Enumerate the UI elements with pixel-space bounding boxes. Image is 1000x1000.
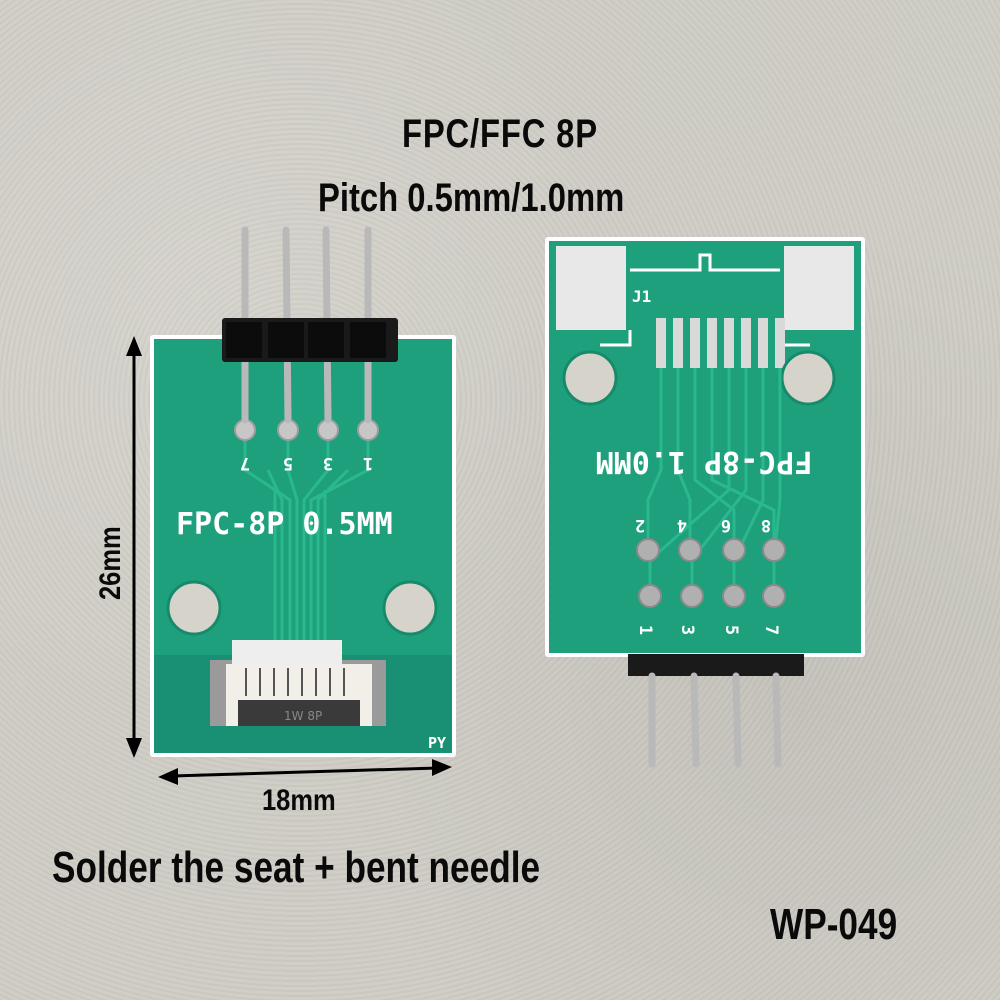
model-number: WP-049 bbox=[770, 900, 898, 949]
svg-text:2: 2 bbox=[635, 515, 645, 535]
left-pin-numbers: 7 5 3 1 bbox=[240, 453, 373, 473]
svg-text:3: 3 bbox=[677, 625, 697, 635]
left-pcb-board bbox=[150, 226, 456, 757]
svg-text:6: 6 bbox=[721, 515, 731, 535]
right-pin-numbers-bottom: 1 3 5 7 bbox=[635, 625, 781, 635]
caption-text: Solder the seat + bent needle bbox=[52, 843, 541, 892]
right-silkscreen-label: FPC-8P 1.0MM bbox=[596, 444, 813, 479]
height-dimension-arrow bbox=[126, 336, 142, 758]
width-dimension-arrow bbox=[158, 759, 452, 785]
height-dimension-label: 26mm bbox=[94, 526, 127, 600]
svg-text:1: 1 bbox=[363, 453, 373, 473]
title-line-2: Pitch 0.5mm/1.0mm bbox=[318, 176, 625, 220]
left-corner-mark: PY bbox=[428, 734, 446, 752]
right-pcb-board bbox=[545, 237, 865, 768]
left-silkscreen-label: FPC-8P 0.5MM bbox=[176, 507, 393, 542]
right-ref-label: J1 bbox=[632, 287, 651, 306]
svg-text:5: 5 bbox=[721, 625, 741, 635]
svg-text:8: 8 bbox=[761, 515, 771, 535]
svg-text:3: 3 bbox=[323, 453, 333, 473]
connector-label: 1W 8P bbox=[284, 709, 322, 723]
svg-text:1: 1 bbox=[635, 625, 655, 635]
svg-text:7: 7 bbox=[240, 453, 250, 473]
svg-text:4: 4 bbox=[677, 515, 687, 535]
width-dimension-label: 18mm bbox=[262, 784, 336, 817]
title-line-1: FPC/FFC 8P bbox=[402, 112, 598, 156]
right-pin-numbers-top: 2 4 6 8 bbox=[635, 515, 771, 535]
svg-text:5: 5 bbox=[283, 453, 293, 473]
svg-text:7: 7 bbox=[761, 625, 781, 635]
